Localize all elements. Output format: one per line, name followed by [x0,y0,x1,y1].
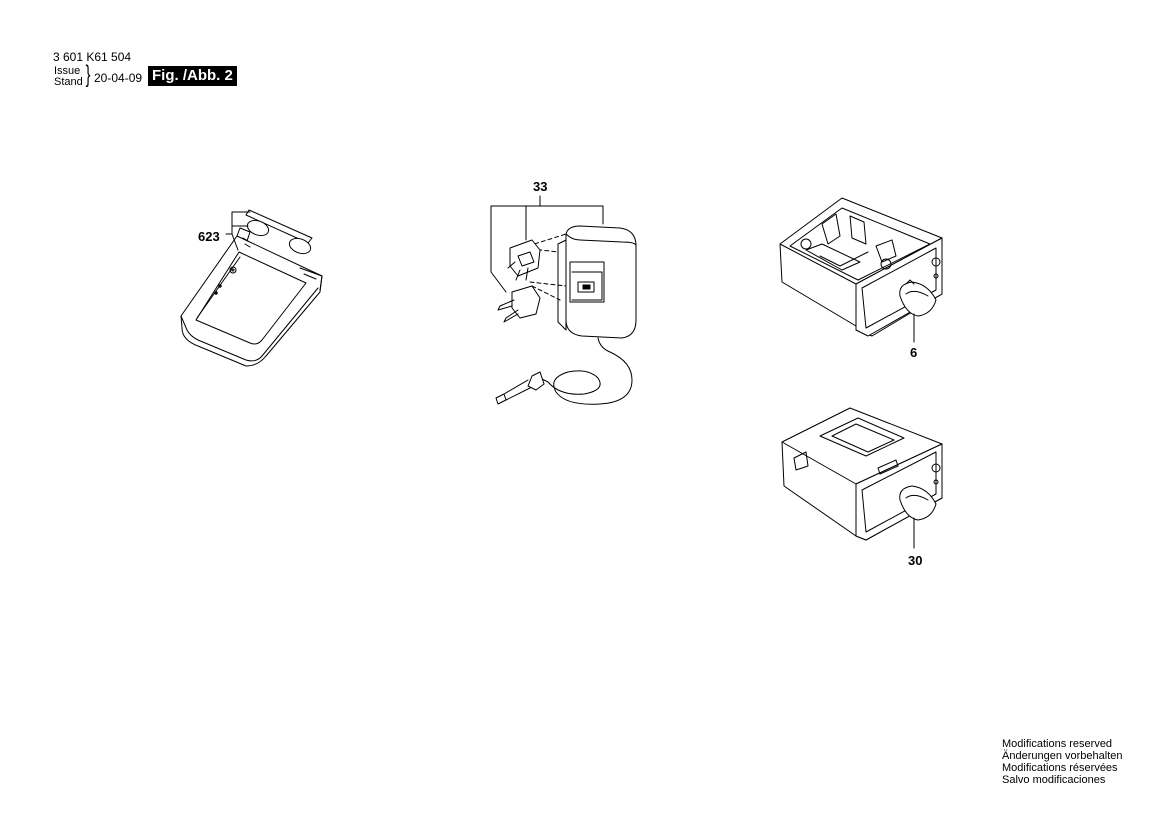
part-33-charger [490,195,637,405]
stand-label: Stand [54,76,83,88]
issue-stand-label: Issue Stand [54,66,83,88]
figure-label: Fig. /Abb. 2 [148,66,237,86]
callout-6: 6 [910,345,918,360]
notice-line-de: Änderungen vorbehalten [1002,750,1123,762]
notice-line-en: Modifications reserved [1002,738,1113,750]
callout-623: 623 [198,229,220,244]
issue-date: 20-04-09 [94,71,143,85]
callout-30: 30 [908,553,923,568]
part-30-battery-box [781,407,943,549]
notice-line-es: Salvo modificaciones [1002,774,1106,786]
notice-line-fr: Modifications réservées [1002,762,1118,774]
part-6-battery-box [779,197,943,343]
part-623-tray [180,209,323,367]
part-number: 3 601 K61 504 [53,50,132,64]
brace-glyph: } [85,61,91,88]
modifications-notice: Modifications reserved Änderungen vorbeh… [1002,738,1122,786]
issue-label: Issue [54,65,81,77]
callout-33: 33 [533,179,548,194]
